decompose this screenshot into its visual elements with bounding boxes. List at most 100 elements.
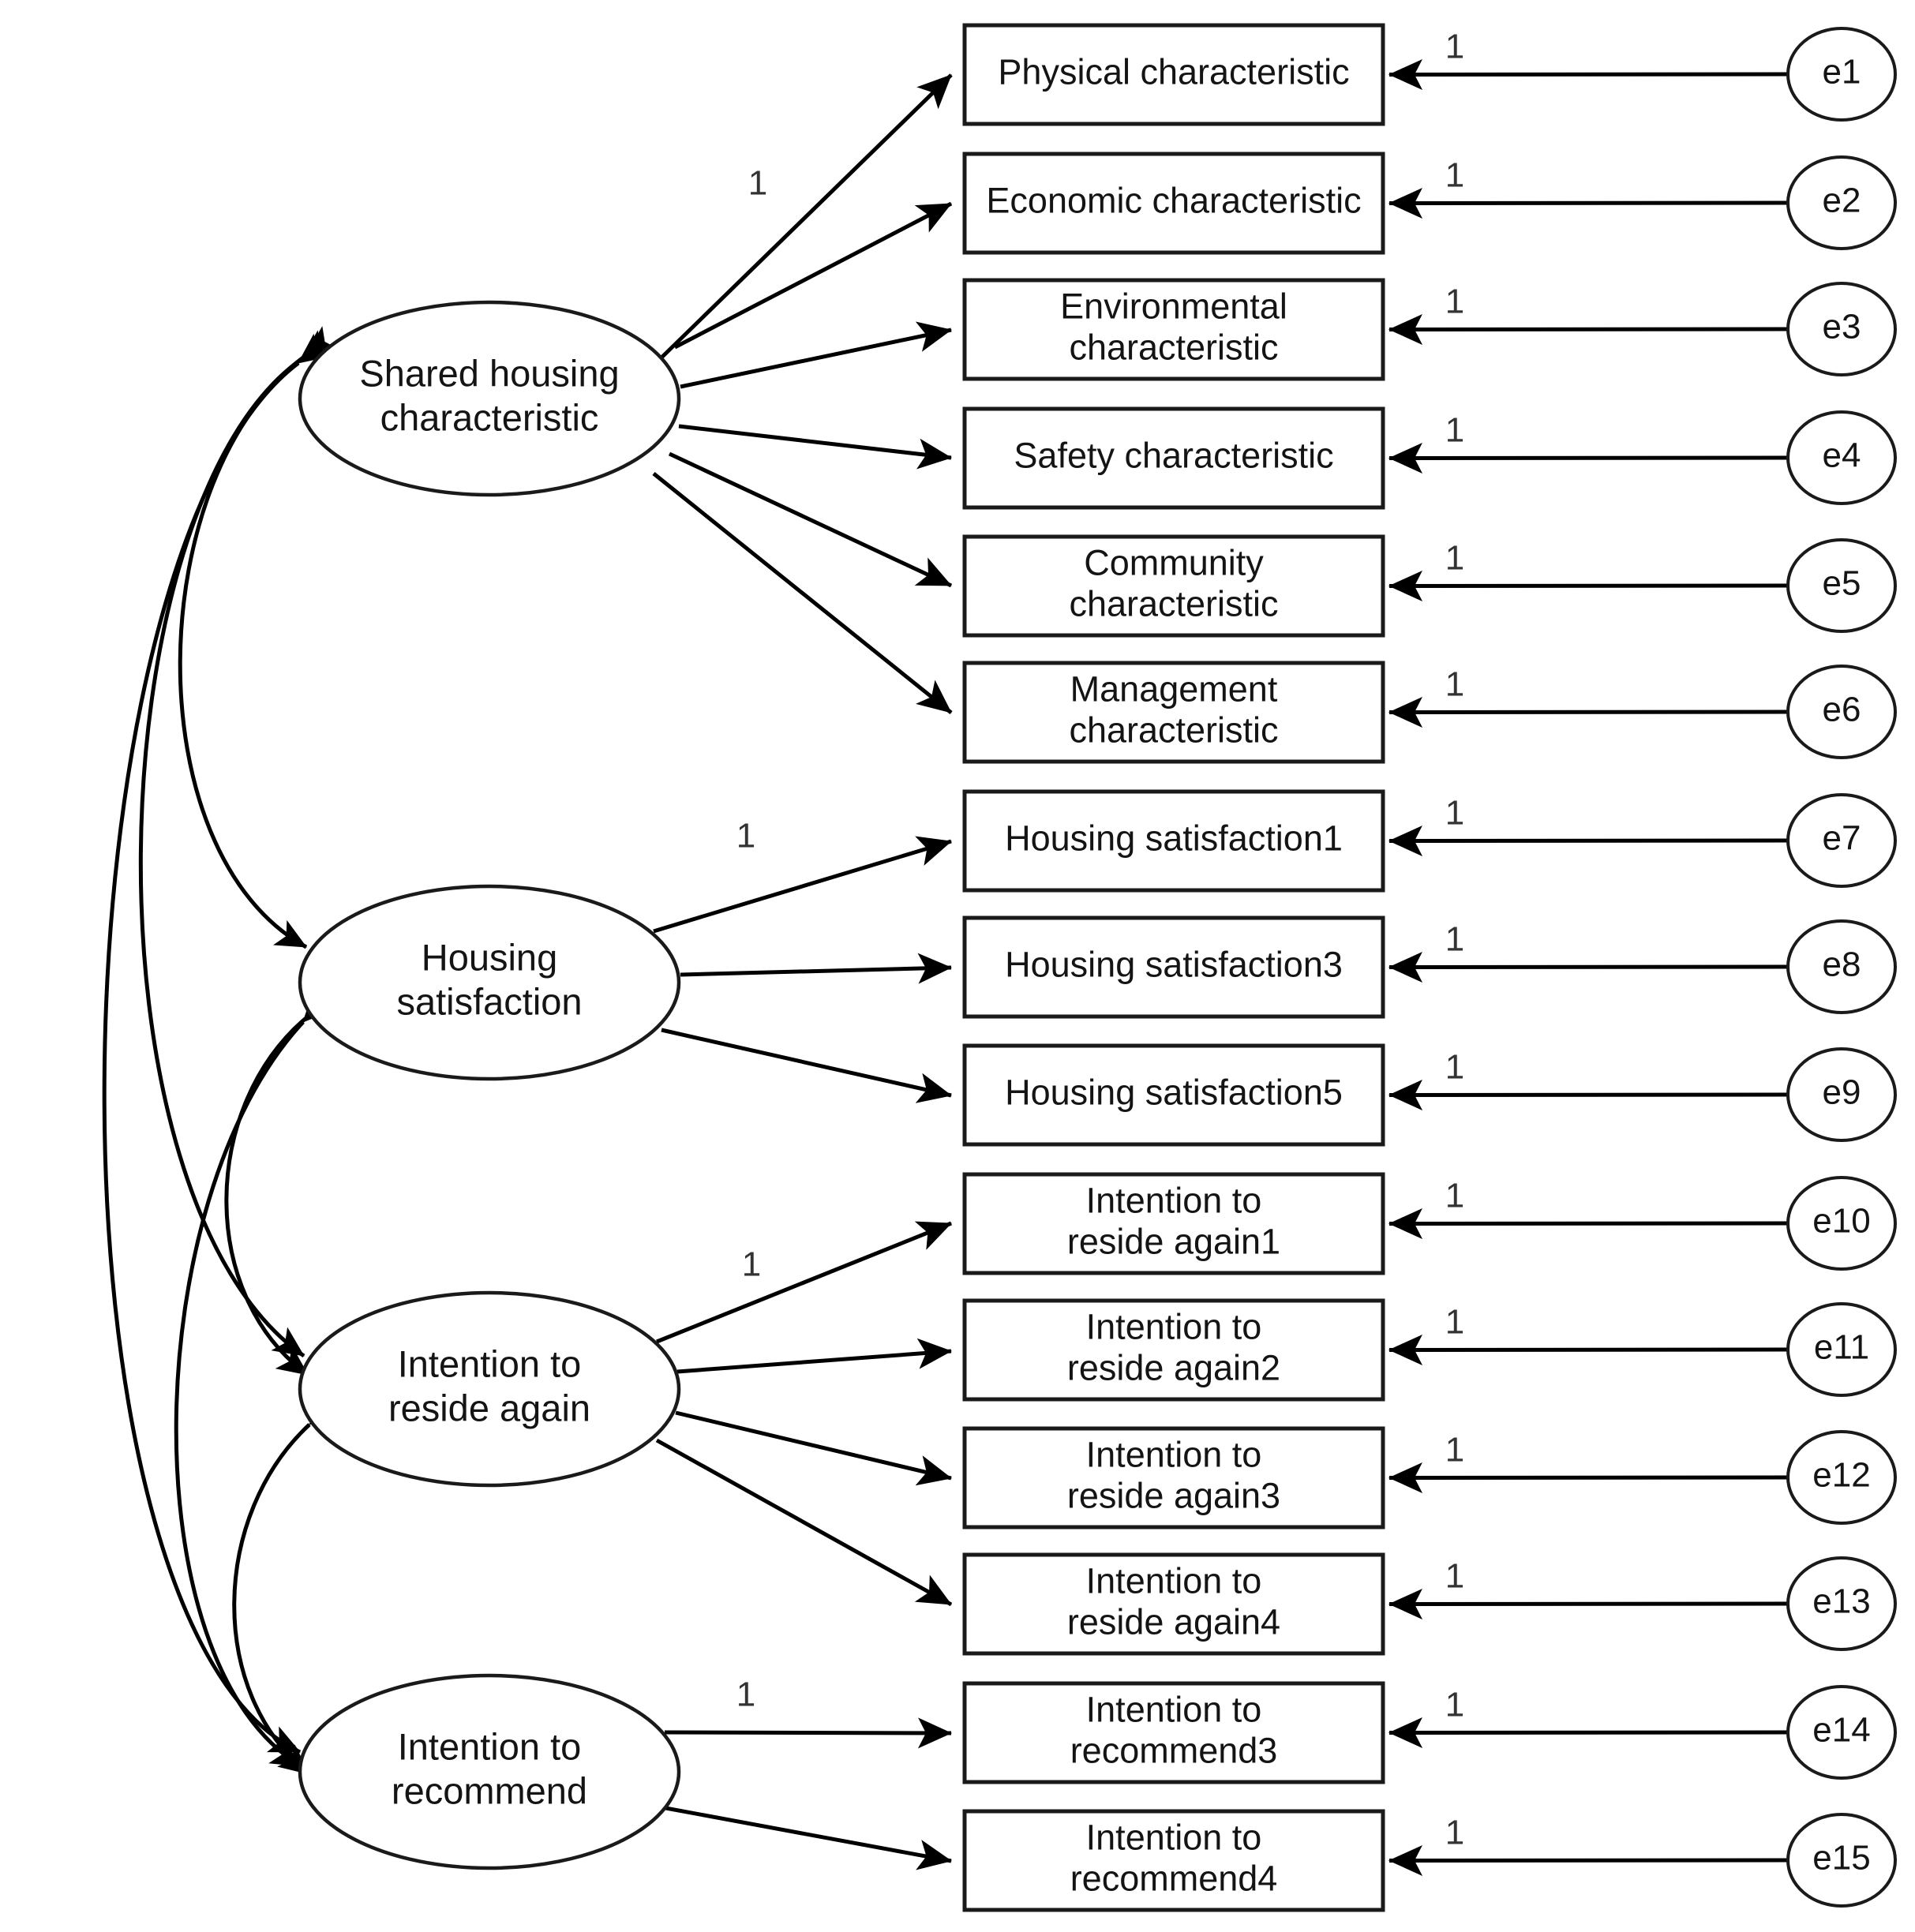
indicator-rect[interactable] (962, 406, 1385, 510)
error-term-e13[interactable]: e13 (1786, 1556, 1897, 1651)
error-ellipse[interactable] (1786, 1813, 1897, 1908)
error-term-e15[interactable]: e15 (1786, 1813, 1897, 1908)
loading-path-irc-ind15 (661, 1805, 952, 1870)
indicator-label: characteristic (1069, 327, 1278, 367)
error-ellipse[interactable] (1786, 155, 1897, 250)
indicator-rect[interactable] (962, 661, 1385, 764)
indicator-rect[interactable] (962, 1172, 1385, 1275)
error-term-e14[interactable]: e14 (1786, 1685, 1897, 1780)
indicator-rect[interactable] (962, 1298, 1385, 1402)
error-ellipse[interactable] (1786, 1302, 1897, 1397)
error-term-e3[interactable]: e3 (1786, 282, 1897, 376)
latent-ellipse[interactable] (298, 1673, 681, 1870)
indicator-rect[interactable] (962, 1043, 1385, 1147)
error-ellipse[interactable] (1786, 1176, 1897, 1271)
correlation-curve-sh-irc (102, 333, 332, 1754)
error-paths-group (1388, 58, 1789, 1876)
latent-label: Housing (422, 936, 557, 978)
indicator-box[interactable]: Physical characteristic (962, 23, 1385, 126)
fixed-loading-label-e8: 1 (1445, 920, 1464, 959)
latent-label: characteristic (380, 396, 599, 438)
error-term-e9[interactable]: e9 (1786, 1047, 1897, 1142)
indicator-rect[interactable] (962, 1426, 1385, 1530)
error-ellipse[interactable] (1786, 793, 1897, 888)
latent-ellipse[interactable] (298, 1290, 681, 1488)
indicator-rect[interactable] (962, 1552, 1385, 1656)
error-label: e11 (1814, 1328, 1869, 1367)
fixed-loading-label-e15: 1 (1445, 1814, 1464, 1852)
error-path-e2 (1388, 187, 1789, 219)
indicator-label: Housing satisfaction3 (1005, 944, 1343, 984)
indicator-rect[interactable] (962, 152, 1385, 255)
error-term-e11[interactable]: e11 (1786, 1302, 1897, 1397)
error-ellipse[interactable] (1786, 1047, 1897, 1142)
error-term-e6[interactable]: e6 (1786, 665, 1897, 759)
error-ellipses-group: e1 e2 e3 e4 e5 e6 e7 e8 e9 e10 e11 e12 e13 e14 e15 (1786, 27, 1897, 1908)
indicator-rect[interactable] (962, 23, 1385, 126)
indicator-box[interactable]: Economic characteristic (962, 152, 1385, 255)
error-ellipse[interactable] (1786, 1430, 1897, 1525)
error-ellipse[interactable] (1786, 919, 1897, 1014)
error-ellipse[interactable] (1786, 1556, 1897, 1651)
indicator-box[interactable]: Housing satisfaction3 (962, 915, 1385, 1019)
error-label: e6 (1823, 691, 1861, 729)
error-ellipse[interactable] (1786, 27, 1897, 122)
error-label: e10 (1812, 1202, 1870, 1241)
error-path-e8 (1388, 951, 1789, 983)
error-ellipse[interactable] (1786, 282, 1897, 376)
indicator-label: Economic characteristic (986, 180, 1361, 220)
error-ellipse[interactable] (1786, 410, 1897, 505)
error-term-e8[interactable]: e8 (1786, 919, 1897, 1014)
fixed-loading-label-housing_satisfaction: 1 (736, 817, 755, 856)
indicator-box[interactable]: Housing satisfaction1 (962, 789, 1385, 893)
latent-ellipse[interactable] (298, 884, 681, 1081)
indicator-label: Housing satisfaction5 (1005, 1072, 1343, 1112)
indicator-rect[interactable] (962, 534, 1385, 638)
indicator-label: Intention to (1086, 1689, 1262, 1729)
error-term-e7[interactable]: e7 (1786, 793, 1897, 888)
error-ellipse[interactable] (1786, 665, 1897, 759)
indicator-box[interactable]: Safety characteristic (962, 406, 1385, 510)
indicator-label: reside again3 (1067, 1475, 1280, 1515)
indicator-box[interactable]: Housing satisfaction5 (962, 1043, 1385, 1147)
indicator-label: Physical characteristic (998, 51, 1349, 92)
error-label: e4 (1823, 436, 1861, 475)
indicator-rect[interactable] (962, 1809, 1385, 1912)
error-term-e5[interactable]: e5 (1786, 538, 1897, 633)
indicator-rect[interactable] (962, 1681, 1385, 1784)
error-path-e10 (1388, 1208, 1789, 1239)
indicator-rect[interactable] (962, 278, 1385, 381)
latent-ellipse[interactable] (298, 300, 681, 497)
error-term-e1[interactable]: e1 (1786, 27, 1897, 122)
loading-path-ir-ind11 (676, 1338, 952, 1374)
loading-paths-group (652, 73, 953, 1870)
error-ellipse[interactable] (1786, 1685, 1897, 1780)
error-label: e8 (1823, 945, 1861, 984)
error-ellipse[interactable] (1786, 538, 1897, 633)
error-term-e2[interactable]: e2 (1786, 155, 1897, 250)
indicator-label: Intention to (1086, 1180, 1262, 1220)
latent-label: reside again (388, 1387, 590, 1428)
indicator-rect[interactable] (962, 915, 1385, 1019)
indicator-label: reside again2 (1067, 1347, 1280, 1387)
error-term-e12[interactable]: e12 (1786, 1430, 1897, 1525)
error-term-e10[interactable]: e10 (1786, 1176, 1897, 1271)
error-path-e4 (1388, 442, 1789, 474)
indicator-label: characteristic (1069, 710, 1278, 750)
error-term-e4[interactable]: e4 (1786, 410, 1897, 505)
indicator-rect[interactable] (962, 789, 1385, 893)
